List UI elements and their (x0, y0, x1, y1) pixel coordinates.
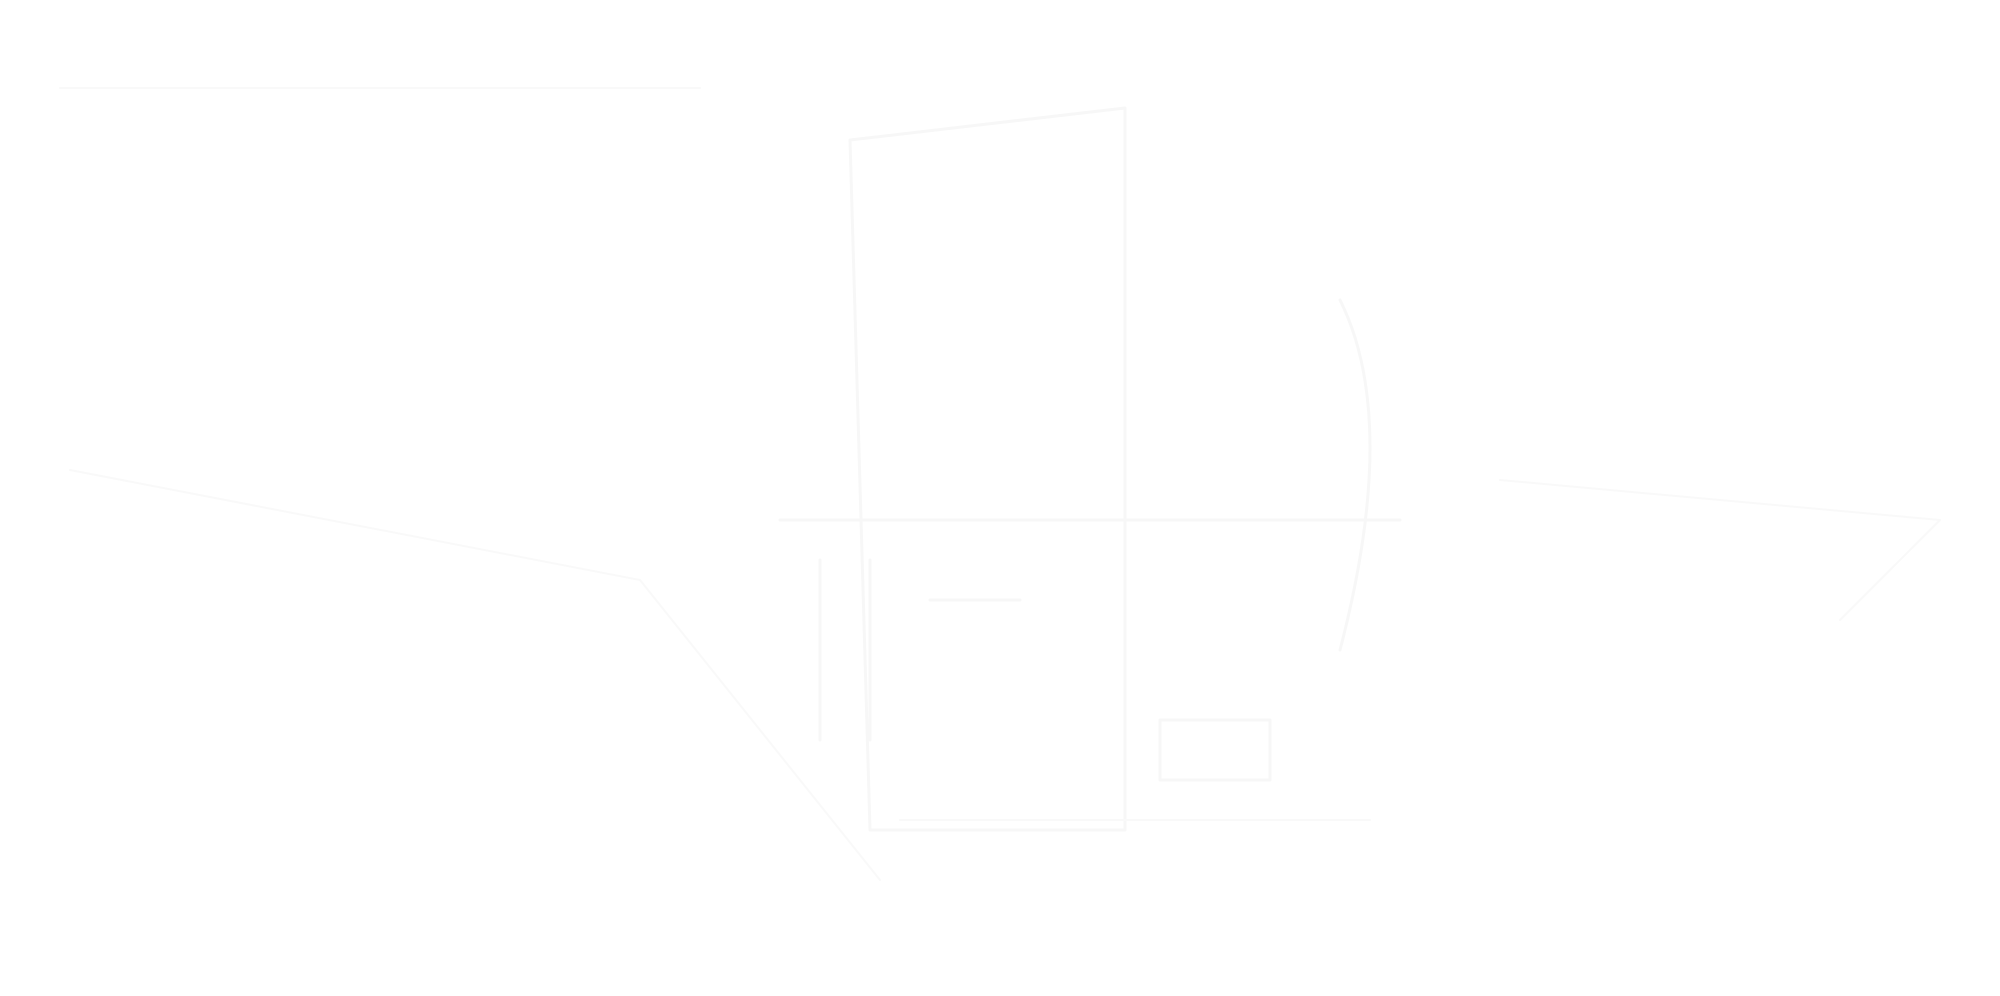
faint-central-shape (848, 106, 1127, 832)
faint-right-diagonal (1499, 479, 1941, 621)
faint-left-diagonal (69, 469, 881, 881)
faint-box (1158, 718, 1272, 782)
faint-curve-right (1338, 298, 1372, 652)
